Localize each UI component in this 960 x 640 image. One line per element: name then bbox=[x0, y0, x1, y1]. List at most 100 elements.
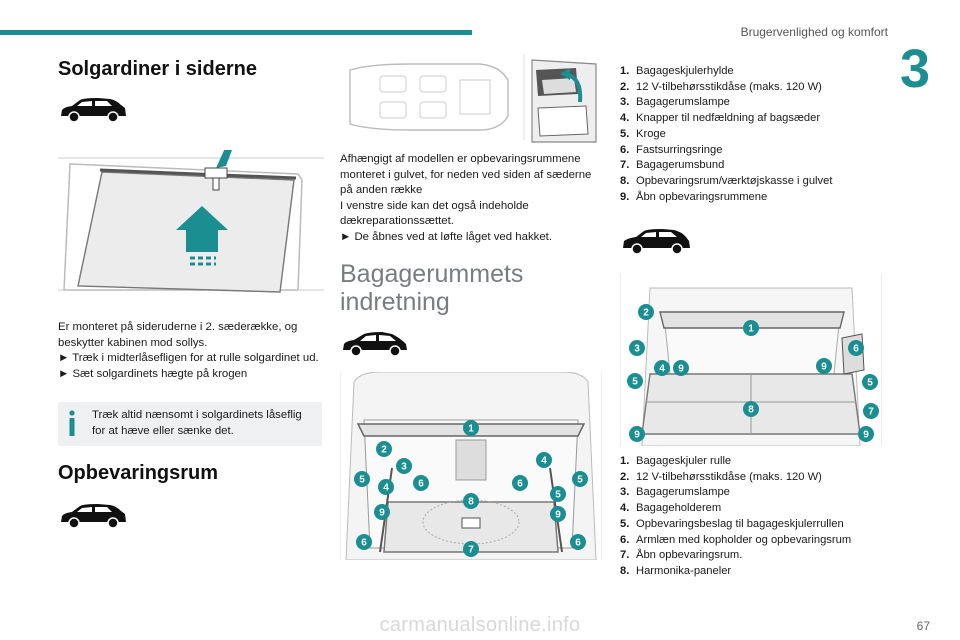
legend-item: 3. Bagagerumslampe bbox=[620, 485, 886, 501]
legend-text: Bagagerumslampe bbox=[636, 96, 730, 109]
callout-3: 3 bbox=[634, 344, 640, 355]
legend-item: 2. 12 V-tilbehørsstikdåse (maks. 120 W) bbox=[620, 470, 886, 486]
legend-item: 5. Kroge bbox=[620, 127, 886, 143]
legend-item: 2. 12 V-tilbehørsstikdåse (maks. 120 W) bbox=[620, 80, 886, 96]
legend-text: Kroge bbox=[636, 127, 666, 140]
suv-car-icon bbox=[61, 504, 126, 529]
callout-6: 6 bbox=[418, 479, 424, 490]
sunblind-bullet-1: ► Træk i midterlåsefligen for at rulle s… bbox=[58, 352, 319, 365]
legend-item: 9. Åbn opbevaringsrummene bbox=[620, 190, 886, 206]
callout-8: 8 bbox=[748, 405, 754, 416]
callout-4: 4 bbox=[659, 364, 665, 375]
legend-text: Bagageholderem bbox=[636, 502, 722, 515]
callout-3: 3 bbox=[401, 462, 407, 473]
chapter-number: 3 bbox=[899, 39, 930, 99]
legend-number: 7. bbox=[620, 159, 630, 172]
callout-9: 9 bbox=[555, 510, 561, 521]
legend-number: 9. bbox=[620, 190, 630, 203]
sunblind-bullet-2: ► Sæt solgardinets hægte på krogen bbox=[58, 367, 248, 380]
legend-number: 1. bbox=[620, 455, 630, 467]
storage-para-2: I venstre side kan det også indeholde dæ… bbox=[340, 199, 529, 228]
legend-text: Bagagerumsbund bbox=[636, 159, 725, 172]
legend-item: 6.Armlæn med kopholder og opbevaringsrum bbox=[620, 533, 886, 549]
callout-5: 5 bbox=[577, 475, 583, 486]
footer: carmanualsonline.info 67 bbox=[0, 600, 960, 640]
callout-5: 5 bbox=[359, 475, 365, 486]
legend-number: 5. bbox=[620, 517, 630, 530]
legend-item: 4. Knapper til nedfældning af bagsæder bbox=[620, 111, 886, 127]
legend-text: Fastsurringsringe bbox=[636, 143, 723, 156]
legend-number: 3. bbox=[620, 96, 630, 109]
storage-bullet: ► De åbnes ved at løfte låget ved hakket… bbox=[340, 230, 552, 243]
legend-text: Bagageskjulerhylde bbox=[636, 65, 734, 77]
legend-text: 12 V-tilbehørsstikdåse (maks. 120 W) bbox=[636, 470, 822, 483]
figure-boot-layout-1: 1 2 3 4 5 6 8 9 9 4 5 6 7 6 5 6 bbox=[340, 372, 602, 560]
header-accent-bar bbox=[0, 30, 472, 35]
legend-item: 4. Bagageholderem bbox=[620, 501, 886, 517]
callout-1: 1 bbox=[468, 424, 474, 435]
figure-floor-storage bbox=[349, 54, 597, 143]
callout-5: 5 bbox=[632, 377, 638, 388]
page-number: 67 bbox=[916, 619, 930, 633]
legend-text: Bagagerumslampe bbox=[636, 486, 730, 499]
legend-number: 2. bbox=[620, 470, 630, 483]
legend-number: 3. bbox=[620, 486, 630, 499]
figure-boot-layout-2: 1 2 3 4 9 5 9 6 5 7 8 9 9 bbox=[620, 274, 882, 446]
legend-number: 4. bbox=[620, 112, 630, 125]
legend-text: Åbn opbevaringsrummene bbox=[636, 190, 768, 203]
legend-text: 12 V-tilbehørsstikdåse (maks. 120 W) bbox=[636, 80, 822, 93]
info-text: Træk altid nænsomt i solgardinets låsefl… bbox=[92, 409, 302, 437]
callout-4: 4 bbox=[383, 483, 389, 494]
suv-car-icon bbox=[343, 332, 407, 357]
boot-legend-list-1: 1. Bagageskjulerhylde 2. 12 V-tilbehørsstik… bbox=[620, 64, 886, 205]
legend-item: 5. Opbevaringsbeslag til bagageskjulerrul… bbox=[620, 517, 886, 533]
callout-6: 6 bbox=[853, 344, 859, 355]
legend-text: Harmonika-paneler bbox=[636, 564, 732, 577]
legend-item: 7. Bagagerumsbund bbox=[620, 158, 886, 174]
callout-2: 2 bbox=[643, 308, 649, 319]
callout-6: 6 bbox=[517, 479, 523, 490]
suv-car-icon bbox=[61, 98, 126, 123]
legend-number: 4. bbox=[620, 502, 630, 515]
section-title: Brugervenlighed og komfort bbox=[740, 25, 888, 39]
legend-item: 3. Bagagerumslampe bbox=[620, 95, 886, 111]
legend-text: Knapper til nedfældning af bagsæder bbox=[636, 112, 821, 125]
legend-item: 8. Harmonika-paneler bbox=[620, 564, 886, 580]
sunblind-para: Er monteret på sideruderne i 2. sæderækk… bbox=[58, 321, 298, 349]
legend-number: 2. bbox=[620, 80, 630, 93]
callout-9: 9 bbox=[678, 364, 684, 375]
callout-8: 8 bbox=[468, 497, 474, 508]
storage-description: Afhængigt af modellen er opbevaringsrumm… bbox=[340, 152, 602, 246]
legend-item: 1. Bagageskjulerhylde bbox=[620, 64, 886, 80]
legend-number: 7. bbox=[620, 549, 630, 562]
legend-number: 8. bbox=[620, 564, 630, 577]
legend-text: Opbevaringsrum/værktøjskasse i gulvet bbox=[636, 174, 833, 187]
figure-side-sunblind bbox=[58, 150, 324, 293]
callout-4: 4 bbox=[541, 456, 547, 467]
suv-car-icon bbox=[623, 229, 690, 255]
legend-item: 7. Åbn opbevaringsrum. bbox=[620, 548, 886, 564]
legend-text: Åbn opbevaringsrum. bbox=[636, 549, 743, 562]
legend-item: 1.Bagageskjuler rulle bbox=[620, 454, 886, 470]
heading-storage: Opbevaringsrum bbox=[58, 462, 219, 484]
callout-7: 7 bbox=[868, 407, 874, 418]
storage-para-1: Afhængigt af modellen er opbevaringsrumm… bbox=[340, 153, 592, 197]
legend-text: Opbevaringsbeslag til bagageskjulerrulle… bbox=[636, 517, 844, 530]
legend-number: 5. bbox=[620, 127, 630, 140]
legend-number: 1. bbox=[620, 65, 630, 77]
legend-item: 8. Opbevaringsrum/værktøjskasse i gulvet bbox=[620, 174, 886, 190]
legend-text: Armlæn med kopholder og opbevaringsrum bbox=[636, 533, 852, 546]
legend-number: 8. bbox=[620, 174, 630, 187]
sunblind-description: Er monteret på sideruderne i 2. sæderækk… bbox=[58, 320, 324, 382]
callout-5: 5 bbox=[867, 378, 873, 389]
watermark-text: carmanualsonline.info bbox=[379, 614, 581, 636]
callout-9: 9 bbox=[379, 508, 385, 519]
callout-5: 5 bbox=[555, 490, 561, 501]
heading-boot-layout: Bagagerummets indretning bbox=[340, 260, 524, 316]
legend-number: 6. bbox=[620, 143, 630, 156]
heading-side-sunblinds: Solgardiner i siderne bbox=[58, 58, 257, 80]
callout-1: 1 bbox=[748, 324, 754, 335]
callout-9: 9 bbox=[863, 430, 869, 441]
callout-9: 9 bbox=[821, 362, 827, 373]
